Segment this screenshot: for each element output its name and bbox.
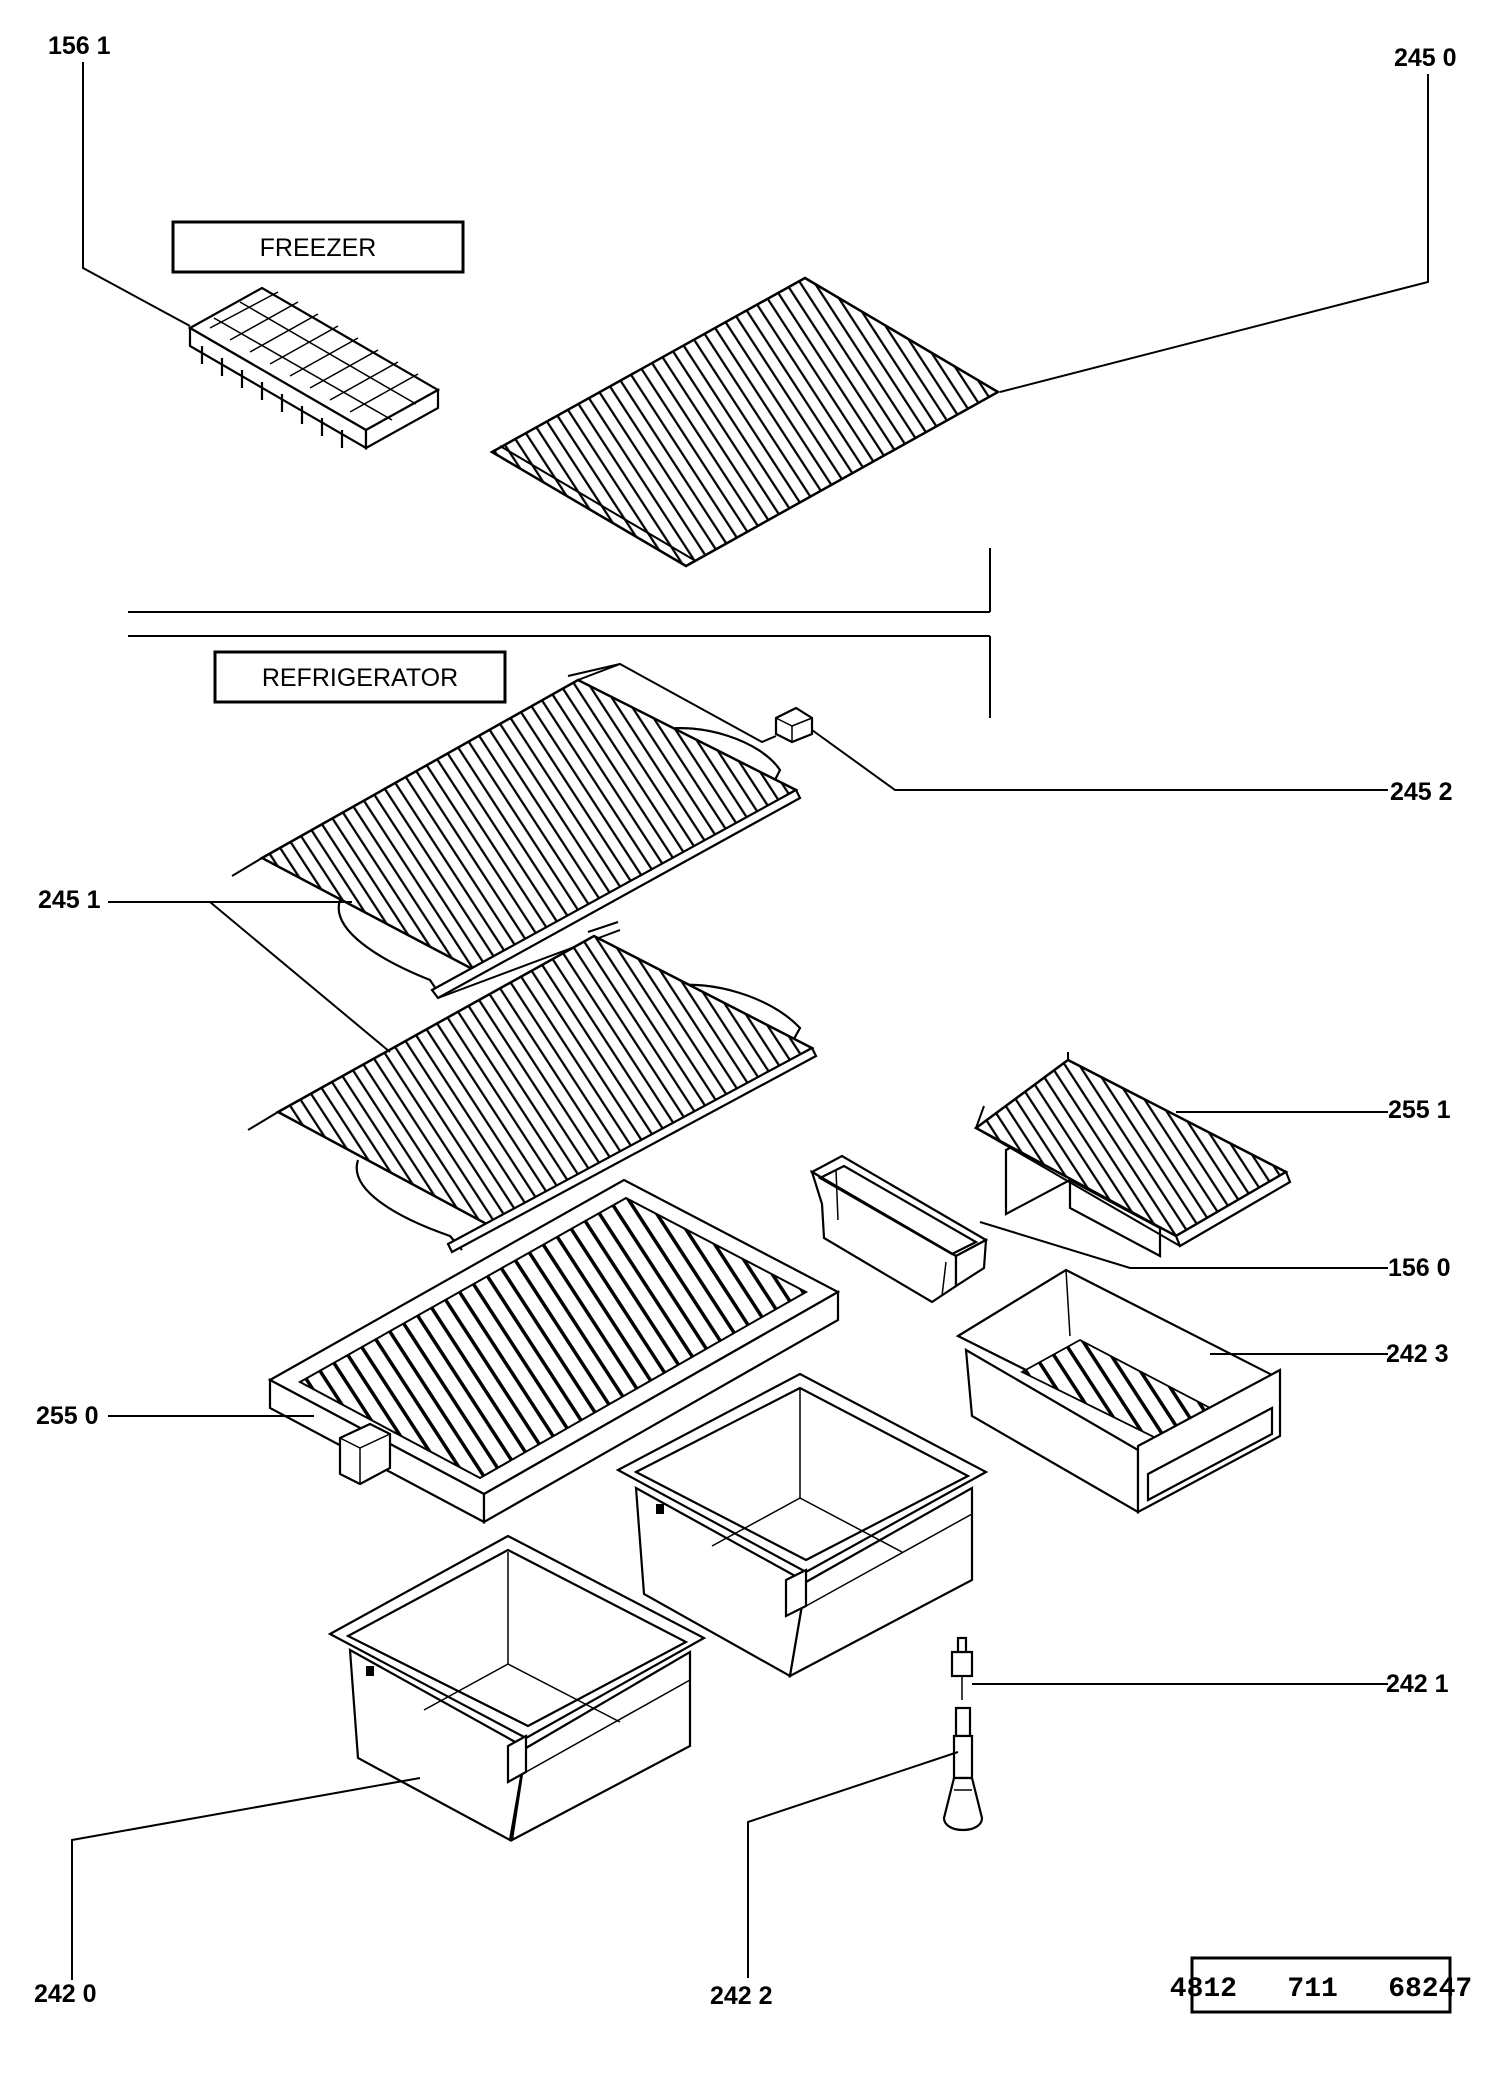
crisper-drawer-small <box>955 1268 1282 1514</box>
part-label-242-0: 242 0 <box>34 1980 97 2008</box>
part-label-242-2: 242 2 <box>710 1982 773 2010</box>
part-label-245-1: 245 1 <box>38 886 101 914</box>
part-label-245-2: 245 2 <box>1390 778 1453 806</box>
refrigerator-wire-shelf-upper <box>231 663 802 1000</box>
refrigerator-section-label: REFRIGERATOR <box>213 650 507 704</box>
part-label-255-1: 255 1 <box>1388 1096 1451 1124</box>
part-label-242-3: 242 3 <box>1386 1340 1449 1368</box>
freezer-section-label: FREEZER <box>171 220 465 274</box>
svg-text:REFRIGERATOR: REFRIGERATOR <box>262 664 458 692</box>
svg-text:FREEZER: FREEZER <box>260 234 377 262</box>
part-label-255-0: 255 0 <box>36 1402 99 1430</box>
shelf-clip <box>774 706 814 744</box>
svg-text:4812 711 68247: 4812 711 68247 <box>1170 1974 1472 2005</box>
part-label-156-1: 156 1 <box>48 32 111 60</box>
refrigerator-wire-shelf-lower <box>247 921 818 1254</box>
part-label-156-0: 156 0 <box>1388 1254 1451 1282</box>
part-label-242-1: 242 1 <box>1386 1670 1449 1698</box>
section-divider-refrigerator <box>128 635 991 718</box>
ice-cube-tray <box>187 286 441 450</box>
small-wire-shelf <box>973 1052 1292 1258</box>
document-number: 4812 711 68247 <box>1170 1956 1472 2014</box>
door-bin <box>809 1154 989 1304</box>
leveling-foot <box>942 1706 984 1831</box>
part-label-245-0: 245 0 <box>1394 44 1457 72</box>
crisper-cover-shelf <box>267 1178 841 1524</box>
section-divider-freezer <box>128 548 991 613</box>
freezer-wire-shelf <box>489 276 1001 568</box>
crisper-drawer-right <box>615 1372 989 1679</box>
leader-lines <box>71 62 1429 1980</box>
leveling-cap <box>950 1636 974 1700</box>
crisper-drawer-left <box>327 1534 707 1842</box>
